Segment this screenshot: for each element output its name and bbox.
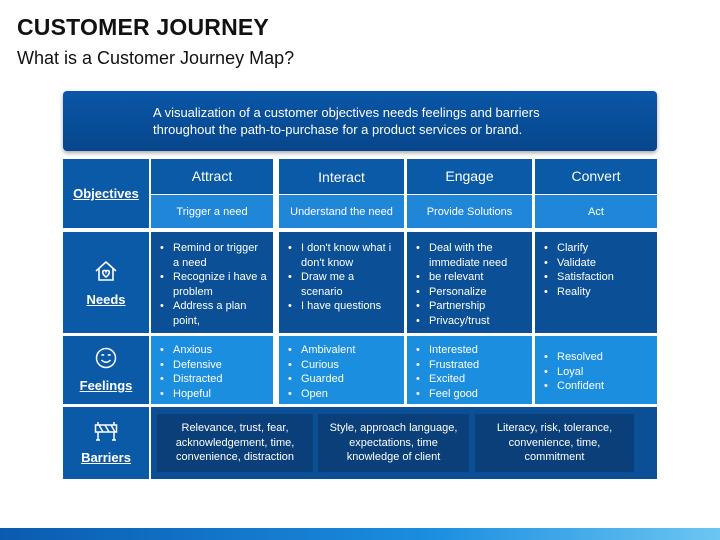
house-heart-icon [93, 259, 119, 292]
feelings-cell-attract: Anxious Defensive Distracted Hopeful [151, 336, 273, 404]
list-item: I have questions [287, 299, 398, 314]
footer-bar [0, 528, 720, 540]
definition-text: A visualization of a customer objectives… [153, 105, 540, 137]
list-item: Distracted [159, 372, 267, 387]
barrier-box-attract: Relevance, trust, fear, acknowledgement,… [157, 414, 313, 472]
row-header-needs: Needs [63, 232, 149, 333]
list-item: Draw me a scenario [287, 270, 398, 299]
list-item: Validate [543, 256, 651, 271]
list-item: Loyal [543, 365, 651, 380]
list-item: Partnership [415, 299, 526, 314]
page-title: CUSTOMER JOURNEY [17, 14, 269, 40]
barrier-box-interact: Style, approach language, expectations, … [318, 414, 469, 472]
definition-banner: A visualization of a customer objectives… [63, 91, 657, 151]
stage-header-convert: Convert [535, 159, 657, 194]
list-item: Open [287, 387, 398, 402]
list-item: Resolved [543, 350, 651, 365]
objective-convert: Act [535, 195, 657, 228]
needs-cell-attract: Remind or trigger a need Recognize i hav… [151, 232, 273, 333]
list-item: Recognize i have a problem [159, 270, 267, 299]
list-item: Excited [415, 372, 526, 387]
row-label-objectives: Objectives [73, 186, 139, 201]
list-item: Reality [543, 285, 651, 300]
needs-cell-interact: I don't know what i don't know Draw me a… [279, 232, 404, 333]
list-item: Confident [543, 379, 651, 394]
list-item: Address a plan point, [159, 299, 267, 328]
objective-interact: Understand the need [279, 195, 404, 228]
list-item: Privacy/trust [415, 314, 526, 329]
list-item: Ambivalent [287, 343, 398, 358]
list-item: Hopeful [159, 387, 267, 402]
list-item: Feel good [415, 387, 526, 402]
stage-header-engage: Engage [407, 159, 532, 194]
list-item: Clarify [543, 241, 651, 256]
list-item: Curious [287, 358, 398, 373]
feelings-cell-interact: Ambivalent Curious Guarded Open [279, 336, 404, 404]
list-item: Interested [415, 343, 526, 358]
objective-engage: Provide Solutions [407, 195, 532, 228]
list-item: Personalize [415, 285, 526, 300]
list-item: Remind or trigger a need [159, 241, 267, 270]
barrier-icon [94, 421, 118, 450]
row-label-needs: Needs [86, 291, 126, 307]
list-item: Satisfaction [543, 270, 651, 285]
needs-cell-engage: Deal with the immediate need be relevant… [407, 232, 532, 333]
list-item: Defensive [159, 358, 267, 373]
feelings-cell-engage: Interested Frustrated Excited Feel good [407, 336, 532, 404]
row-header-feelings: Feelings [63, 336, 149, 404]
feelings-cell-convert: Resolved Loyal Confident [535, 336, 657, 404]
list-item: Frustrated [415, 358, 526, 373]
list-item: be relevant [415, 270, 526, 285]
list-item: I don't know what i don't know [287, 241, 398, 270]
smiley-face-icon [95, 347, 117, 378]
list-item: Anxious [159, 343, 267, 358]
row-label-barriers: Barriers [81, 450, 131, 465]
row-header-objectives: Objectives [63, 159, 149, 228]
page-subtitle: What is a Customer Journey Map? [17, 48, 295, 68]
stage-header-interact: Interact [279, 159, 404, 194]
list-item: Guarded [287, 372, 398, 387]
row-header-barriers: Barriers [63, 407, 149, 479]
barrier-box-convert: Literacy, risk, tolerance, convenience, … [475, 414, 634, 472]
row-label-feelings: Feelings [79, 378, 133, 393]
objective-attract: Trigger a need [151, 195, 273, 228]
stage-header-attract: Attract [151, 159, 273, 194]
needs-cell-convert: Clarify Validate Satisfaction Reality [535, 232, 657, 333]
list-item: Deal with the immediate need [415, 241, 526, 270]
